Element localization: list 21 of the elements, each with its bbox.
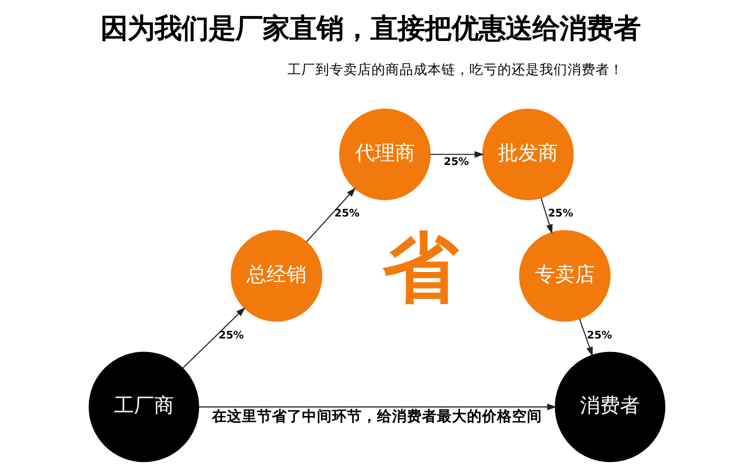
arrow xyxy=(430,151,484,158)
node-circle: 专卖店 xyxy=(519,230,611,322)
edge-label: 25% xyxy=(444,156,469,168)
arrow xyxy=(579,318,593,356)
node-circle: 消费者 xyxy=(554,352,666,462)
arrow xyxy=(182,307,246,369)
diagram-title: 因为我们是厂家直销，直接把优惠送给消费者 xyxy=(100,13,640,44)
edge-label: 25% xyxy=(218,330,244,342)
edge-label: 25% xyxy=(548,207,574,220)
edge-label: 25% xyxy=(586,330,612,342)
node-circle: 总经销 xyxy=(230,230,322,322)
node-circle: 工厂商 xyxy=(88,352,200,462)
arrow xyxy=(198,404,557,410)
node-circle: 代理商 xyxy=(339,108,431,200)
label: 省 xyxy=(382,224,458,312)
label: 工厂到专卖店的商品成本链，吃亏的还是我们消费者！ xyxy=(287,62,624,78)
node-circle: 批发商 xyxy=(482,108,574,200)
edge-label: 25% xyxy=(334,207,360,220)
arrow xyxy=(540,198,553,234)
edge-label: 在这里节省了中间环节，给消费者最大的价格空间 xyxy=(212,408,542,425)
arrow xyxy=(306,188,356,242)
